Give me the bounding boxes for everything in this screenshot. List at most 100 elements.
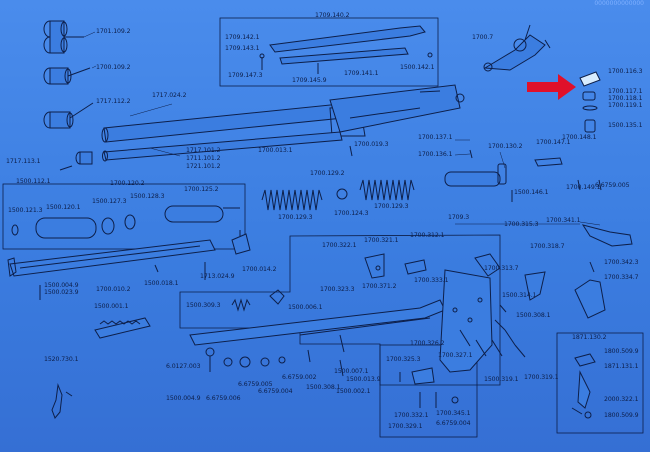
part-label: 1500.319.1 (484, 376, 519, 383)
part-label: 1520.730.1 (44, 356, 79, 363)
part-label: 6.6759.005 (238, 381, 273, 388)
part-label: 1700.323.3 (320, 286, 355, 293)
group-box-main (179, 234, 501, 386)
part-label: 1700.129.3 (278, 214, 313, 221)
part-rack (94, 317, 151, 339)
group-box-top (219, 17, 439, 87)
part-label: 1700.119.1 (608, 102, 643, 109)
part-label: 1700.341.1 (546, 217, 581, 224)
part-label: 6.6759.006 (206, 395, 241, 402)
part-label: 1700.148.1 (562, 134, 597, 141)
part-safety (404, 253, 546, 301)
part-cap-3 (43, 102, 94, 129)
part-label: 1500.004.9 (44, 282, 79, 289)
part-label: 1871.130.2 (572, 334, 607, 341)
part-label: 1700.137.1 (418, 134, 453, 141)
part-label: 1500.002.1 (336, 388, 371, 395)
part-label-highlighted: 1700.116.3 (608, 68, 643, 75)
part-label: 1800.509.9 (604, 412, 639, 419)
part-trigger-spring (231, 289, 285, 312)
part-label: 1700.312.1 (410, 232, 445, 239)
part-label: 1700.326.2 (410, 340, 445, 347)
part-label: 1700.118.1 (608, 95, 643, 102)
part-label: 1700.322.1 (322, 242, 357, 249)
part-label: 1500.142.1 (400, 64, 435, 71)
part-label: 1700.124.3 (334, 210, 369, 217)
part-label: 1709.142.1 (225, 34, 260, 41)
part-label: 1700.319.1 (524, 374, 559, 381)
part-label: 1700.313.7 (484, 265, 519, 272)
part-piston (444, 163, 513, 202)
part-label: 1700.013.1 (258, 147, 293, 154)
part-label: 1500.127.3 (92, 198, 127, 205)
part-trigger-frame (189, 269, 493, 373)
part-spring-left (261, 189, 323, 211)
group-box-bottom (379, 344, 478, 438)
part-spring-right (359, 179, 415, 201)
part-label: 1700.117.1 (608, 88, 643, 95)
part-washer (336, 188, 348, 200)
part-label: 1500.001.1 (94, 303, 129, 310)
part-label: 1500.023.9 (44, 289, 79, 296)
part-label: 1700.130.2 (488, 143, 523, 150)
part-label: 1500.135.1 (608, 122, 643, 129)
part-label: 1700.371.2 (362, 283, 397, 290)
part-label: 1871.131.1 (604, 363, 639, 370)
part-label: 1500.006.1 (288, 304, 323, 311)
part-receiver-rail (7, 239, 216, 277)
part-barrel-assembly (329, 84, 465, 133)
part-label: 1700.125.2 (184, 186, 219, 193)
part-label: 1717.113.1 (6, 158, 41, 165)
part-top-rail (259, 25, 433, 74)
part-label: 1709.143.1 (225, 45, 260, 52)
part-rear-sight (483, 24, 551, 72)
part-label: 1700.129.2 (310, 170, 345, 177)
part-label: 1713.024.9 (200, 273, 235, 280)
part-trigger-blade (571, 353, 596, 419)
part-label: 1800.509.9 (604, 348, 639, 355)
part-trigger-stud (231, 230, 251, 255)
corner-text: 0000000000000 (594, 0, 644, 7)
part-label: 2000.322.1 (604, 396, 639, 403)
part-label: 1709.3 (448, 214, 470, 221)
part-label: 1700.147.1 (536, 139, 571, 146)
part-label: 1700.315.3 (504, 221, 539, 228)
part-label: 1500.314.1 (502, 292, 537, 299)
part-label: 1500.120.1 (46, 204, 81, 211)
part-front-pin (59, 151, 93, 171)
part-compression-tube (11, 205, 240, 239)
part-label: 1717.112.2 (96, 98, 131, 105)
part-trigger-bottom (399, 367, 459, 408)
leader-lines (83, 31, 601, 226)
part-label: 6.6759.004 (436, 420, 471, 427)
part-label: 1709.141.1 (344, 70, 379, 77)
part-label: 1700.120.2 (110, 180, 145, 187)
part-label: 1700.329.1 (388, 423, 423, 430)
part-label: 1700.7 (472, 34, 494, 41)
part-label: 1700.321.1 (364, 237, 399, 244)
part-label: 1700.325.3 (386, 356, 421, 363)
part-label: 1709.147.3 (228, 72, 263, 79)
part-label: 1500.309.3 (186, 302, 221, 309)
part-label: 6.6759.002 (282, 374, 317, 381)
part-label: 1700.345.1 (436, 410, 471, 417)
part-label: 1709.145.9 (292, 77, 327, 84)
group-box-left (2, 183, 246, 250)
part-label: 1700.342.3 (604, 259, 639, 266)
part-small-pins (349, 145, 602, 191)
part-label: 1700.332.1 (394, 412, 429, 419)
part-label: 1700.334.7 (604, 274, 639, 281)
part-label: 1700.333.1 (414, 277, 449, 284)
part-label: 1700.327.1 (438, 352, 473, 359)
part-label: 1500.308.1 (516, 312, 551, 319)
part-label: 6.0127.003 (166, 363, 201, 370)
part-label: 1721.101.2 (186, 163, 221, 170)
group-box-right (556, 332, 644, 434)
part-label: 1701.109.2 (96, 28, 131, 35)
part-label: 1500.018.1 (144, 280, 179, 287)
part-sight-screw (579, 71, 601, 133)
part-label: 1500.112.1 (16, 178, 51, 185)
part-label: 1717.101.2 (186, 147, 221, 154)
